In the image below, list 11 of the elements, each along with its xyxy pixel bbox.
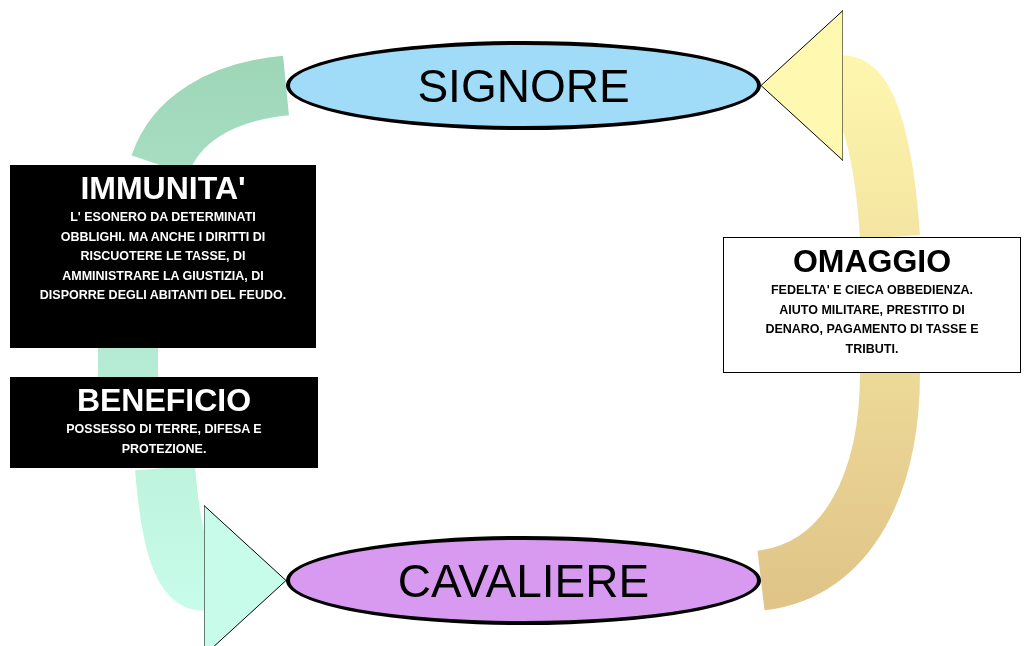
node-label: CAVALIERE <box>397 553 650 608</box>
box-heading: OMAGGIO <box>792 243 952 279</box>
box-heading: IMMUNITA' <box>80 170 246 206</box>
box-description: FEDELTA' E CIECA OBBEDIENZA. AIUTO MILITARE, PRESTITO DI DENARO, PAGAMENTO DI TASSE E TRIBUTI. <box>764 282 980 358</box>
text-box <box>10 165 316 348</box>
box-description: POSSESSO DI TERRE, DIFESA E PROTEZIONE. <box>65 421 263 458</box>
box-heading: BENEFICIO <box>76 382 252 418</box>
node-label: SIGNORE <box>417 58 630 113</box>
box-description: L' ESONERO DA DETERMINATI OBBLIGHI. MA ANCHE I DIRITTI DI RISCUOTERE LE TASSE, DI AMMINISTRARE LA GIUSTIZIA, DI DISPORRE DEGLI ABITANTI DEL FEUDO. <box>39 209 287 304</box>
text-box <box>10 377 318 468</box>
text-box <box>723 237 1021 373</box>
